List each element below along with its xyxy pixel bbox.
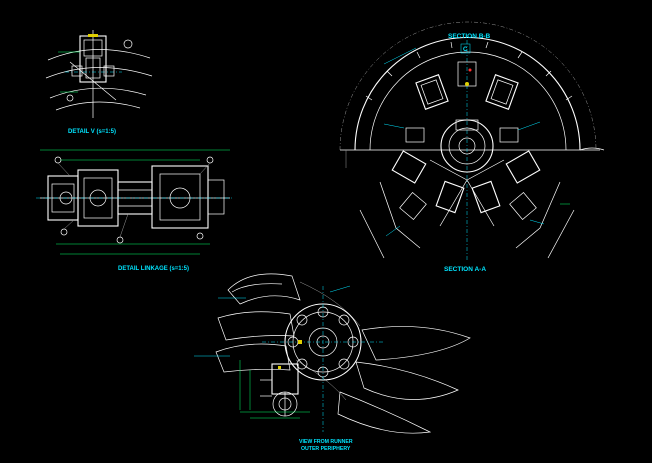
marker-dot bbox=[465, 82, 469, 86]
section-aa-label: SECTION A-A bbox=[444, 266, 486, 273]
detail-v-label: DETAIL V (s=1:5) bbox=[68, 129, 116, 135]
detail-v-marker bbox=[88, 34, 98, 37]
detail-v-view bbox=[45, 30, 153, 118]
marker-dot-red bbox=[468, 68, 472, 72]
arc-tick-marks bbox=[365, 41, 573, 101]
runner-view bbox=[194, 273, 471, 434]
lower-fan-blocks bbox=[359, 150, 575, 259]
detail-linkage-view bbox=[36, 149, 234, 255]
view-runner-label-2: OUTER PERIPHERY bbox=[301, 446, 351, 452]
section-mark-box bbox=[460, 43, 471, 54]
detail-linkage-label: DETAIL LINKAGE (s=1:5) bbox=[118, 266, 189, 272]
view-runner-label-1: VIEW FROM RUNNER bbox=[299, 439, 353, 445]
yellow-accent bbox=[298, 340, 302, 344]
section-mark: C bbox=[463, 47, 468, 53]
section-view bbox=[339, 21, 605, 262]
section-bb-label: SECTION B-B bbox=[448, 33, 491, 40]
yellow-accent bbox=[278, 366, 281, 369]
